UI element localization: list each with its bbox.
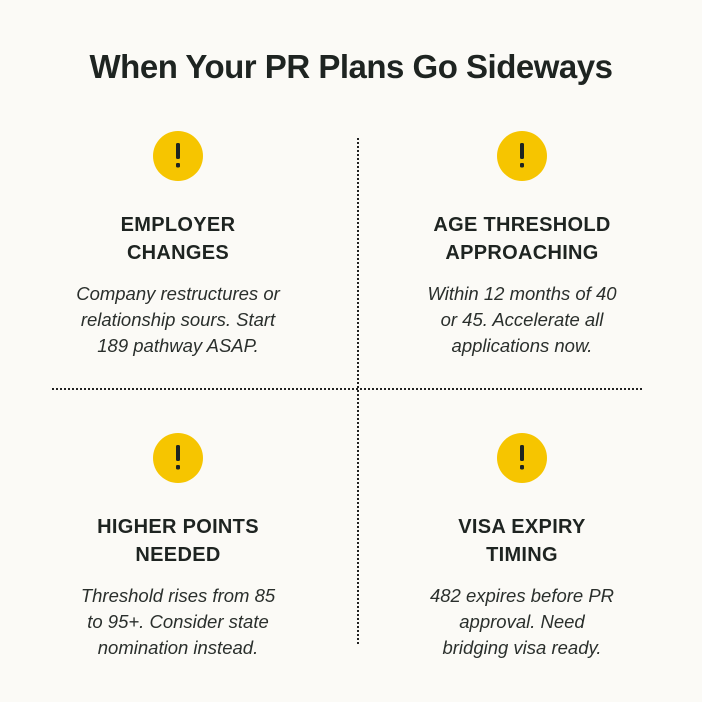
- vertical-divider: [357, 138, 359, 644]
- card-employer-changes: EMPLOYER CHANGES Company restructures or…: [28, 131, 328, 359]
- card-title: AGE THRESHOLD APPROACHING: [433, 214, 611, 264]
- exclamation-icon: [497, 433, 547, 483]
- page-title: When Your PR Plans Go Sideways: [89, 48, 613, 85]
- card-higher-points: HIGHER POINTS NEEDED Threshold rises fro…: [28, 433, 328, 661]
- card-visa-expiry: VISA EXPIRY TIMING 482 expires before PR…: [372, 433, 672, 661]
- card-age-threshold: AGE THRESHOLD APPROACHING Within 12 mont…: [372, 131, 672, 359]
- exclamation-icon: [153, 131, 203, 181]
- card-description: Company restructures or relationship sou…: [76, 283, 280, 356]
- card-title: EMPLOYER CHANGES: [120, 214, 236, 264]
- horizontal-divider: [52, 388, 642, 390]
- card-description: Within 12 months of 40 or 45. Accelerate…: [427, 283, 617, 356]
- exclamation-icon: [153, 433, 203, 483]
- card-title: HIGHER POINTS NEEDED: [97, 516, 259, 566]
- exclamation-icon: [497, 131, 547, 181]
- card-title: VISA EXPIRY TIMING: [458, 516, 586, 566]
- card-description: 482 expires before PR approval. Need bri…: [429, 585, 615, 658]
- card-description: Threshold rises from 85 to 95+. Consider…: [80, 585, 276, 658]
